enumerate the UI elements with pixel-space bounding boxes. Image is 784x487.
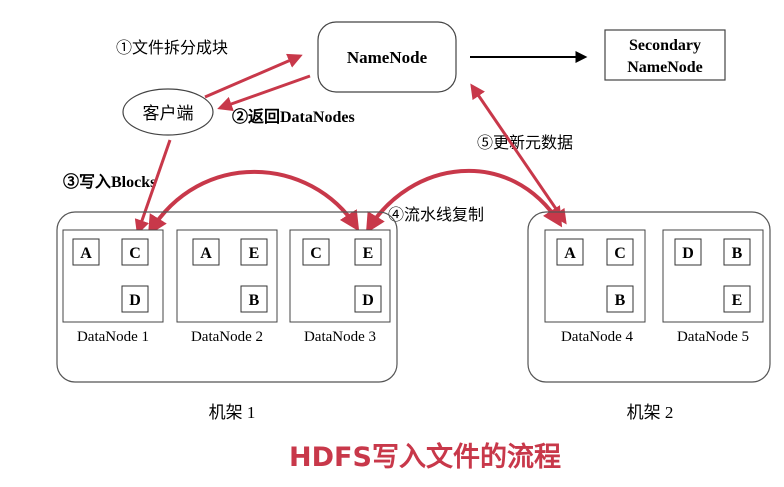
block-label: D — [129, 292, 141, 309]
datanode-label: DataNode 4 — [561, 329, 634, 345]
datanode-label: DataNode 1 — [77, 329, 149, 345]
block-label: D — [682, 245, 694, 262]
block — [354, 285, 382, 313]
block-label: A — [564, 245, 576, 262]
datanode-1: A C D DataNode 1 — [62, 229, 164, 345]
arrow-client-to-datanode1 — [134, 139, 172, 235]
block-label: C — [614, 245, 626, 262]
rack-1: 机架 1 — [56, 211, 398, 422]
block-label: A — [80, 245, 92, 262]
datanode-5: D B E DataNode 5 — [662, 229, 764, 345]
namenode: NameNode — [317, 21, 457, 93]
step3-label: ③写入Blocks — [63, 172, 156, 191]
client-label: 客户端 — [143, 104, 194, 123]
block-label: E — [732, 292, 743, 309]
client: 客户端 — [122, 88, 214, 136]
step2-label: ②返回DataNodes — [232, 107, 355, 126]
block — [354, 238, 382, 266]
block-label: C — [310, 245, 322, 262]
block-label: E — [249, 245, 260, 262]
datanode-3: C E D DataNode 3 — [289, 229, 391, 345]
secondary-label-line2: NameNode — [627, 59, 703, 76]
block — [674, 238, 702, 266]
datanode-2: A E B DataNode 2 — [176, 229, 278, 345]
diagram-caption: HDFS写入文件的流程 — [289, 441, 561, 473]
block-label: C — [129, 245, 141, 262]
block — [723, 238, 751, 266]
datanode-label: DataNode 5 — [677, 329, 749, 345]
block-label: D — [362, 292, 374, 309]
block — [302, 238, 330, 266]
arrow-client-to-namenode — [204, 53, 303, 99]
rack-label: 机架 1 — [209, 403, 256, 422]
namenode-label: NameNode — [347, 48, 428, 67]
block-label: E — [363, 245, 374, 262]
rack-label: 机架 2 — [627, 403, 674, 422]
secondary-namenode: Secondary NameNode — [604, 29, 726, 81]
block — [240, 238, 268, 266]
datanode-label: DataNode 3 — [304, 329, 376, 345]
step1-label: ①文件拆分成块 — [116, 39, 228, 57]
block — [121, 238, 149, 266]
block — [723, 285, 751, 313]
datanode-label: DataNode 2 — [191, 329, 263, 345]
block — [606, 238, 634, 266]
step4-label: ④流水线复制 — [388, 206, 484, 224]
block — [240, 285, 268, 313]
step5-label: ⑤更新元数据 — [477, 134, 573, 152]
arrow-pipeline-dn1-dn3 — [147, 169, 360, 236]
block-label: B — [732, 245, 743, 262]
block — [121, 285, 149, 313]
block — [606, 285, 634, 313]
arrow-namenode-to-client — [217, 74, 311, 112]
block — [72, 238, 100, 266]
block-label: B — [249, 292, 260, 309]
datanode-4: A C B DataNode 4 — [544, 229, 646, 345]
block-label: B — [615, 292, 626, 309]
block — [192, 238, 220, 266]
rack-2: 机架 2 — [527, 211, 771, 422]
block-label: A — [200, 245, 212, 262]
arrow-datanode4-to-namenode — [470, 83, 567, 225]
block — [556, 238, 584, 266]
secondary-label-line1: Secondary — [629, 37, 701, 54]
